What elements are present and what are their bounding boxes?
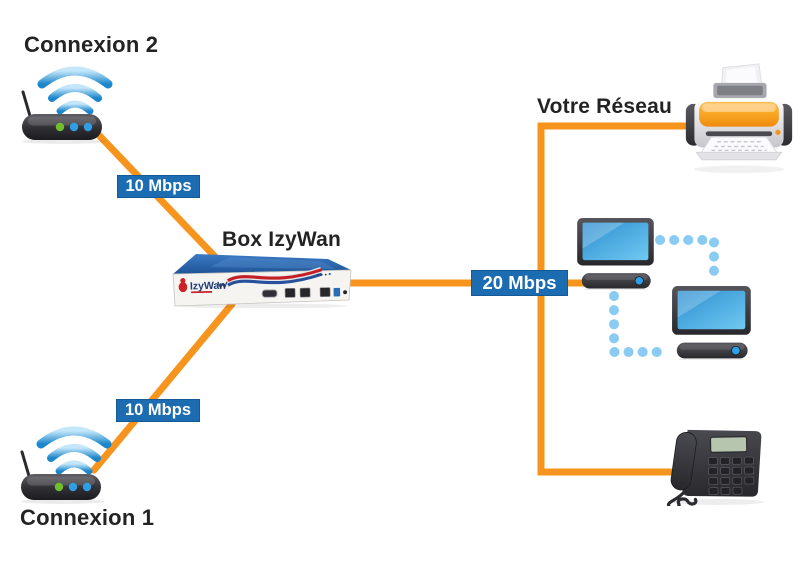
led-blue: [82, 482, 92, 492]
connexion1-label: Connexion 1: [20, 505, 155, 530]
izywan-mascot-icon: [180, 278, 186, 284]
phone-handset: [670, 431, 697, 491]
appliance-top: [173, 254, 351, 274]
speed-badge-wan1: 10 Mbps: [116, 399, 200, 422]
votre-reseau-label: Votre Réseau: [537, 95, 673, 118]
computer-base: [676, 342, 748, 359]
appliance-front-label: IzyWan: [190, 280, 226, 293]
ethernet-port: [284, 287, 296, 298]
speed-badge-wan2: 10 Mbps: [117, 175, 200, 198]
usb-port: [333, 287, 341, 297]
box-izywan-label: Box IzyWan: [222, 228, 342, 251]
computer-base: [581, 273, 651, 289]
vga-port: [261, 289, 278, 298]
ethernet-port: [299, 287, 311, 298]
printer-led: [775, 129, 781, 135]
led-blue: [68, 482, 78, 492]
connexion2-label: Connexion 2: [24, 32, 159, 57]
antenna: [20, 450, 31, 478]
power-light: [731, 345, 741, 356]
led-green: [54, 482, 64, 492]
led-blue: [83, 122, 93, 132]
wifi-waves-icon: [36, 426, 112, 475]
dotted-link-computers-bottom: [609, 291, 675, 357]
secondary-logo-icon: [217, 281, 228, 290]
printer-icon: [685, 63, 793, 174]
phone-cord: [666, 490, 698, 506]
desk-phone-icon: [666, 429, 764, 506]
led-green: [55, 122, 65, 132]
paper-slot: [705, 131, 773, 137]
phone-keypad: [708, 456, 755, 496]
link-connexion1-box: [90, 300, 236, 474]
computer-icon-2: [672, 286, 751, 360]
power-button: [343, 290, 348, 295]
printed-page: [699, 136, 779, 155]
izywan-appliance-icon: IzyWan: [172, 254, 352, 308]
monitor-screen: [582, 222, 649, 261]
wifi-waves-icon: [37, 66, 113, 115]
ribbon-decoration: [225, 266, 323, 287]
speed-badge-lan: 20 Mbps: [471, 270, 568, 296]
network-trunk: [537, 122, 702, 476]
power-light: [634, 276, 644, 286]
antenna: [21, 90, 32, 118]
ethernet-port: [319, 287, 331, 298]
computer-icon-1: [577, 218, 654, 290]
wifi-router-icon-connexion2: [21, 66, 113, 144]
phone-screen: [710, 436, 748, 453]
wifi-router-icon-connexion1: [20, 426, 112, 504]
led-blue: [69, 122, 79, 132]
monitor-screen: [677, 290, 746, 330]
dotted-link-computers-top: [655, 235, 719, 289]
